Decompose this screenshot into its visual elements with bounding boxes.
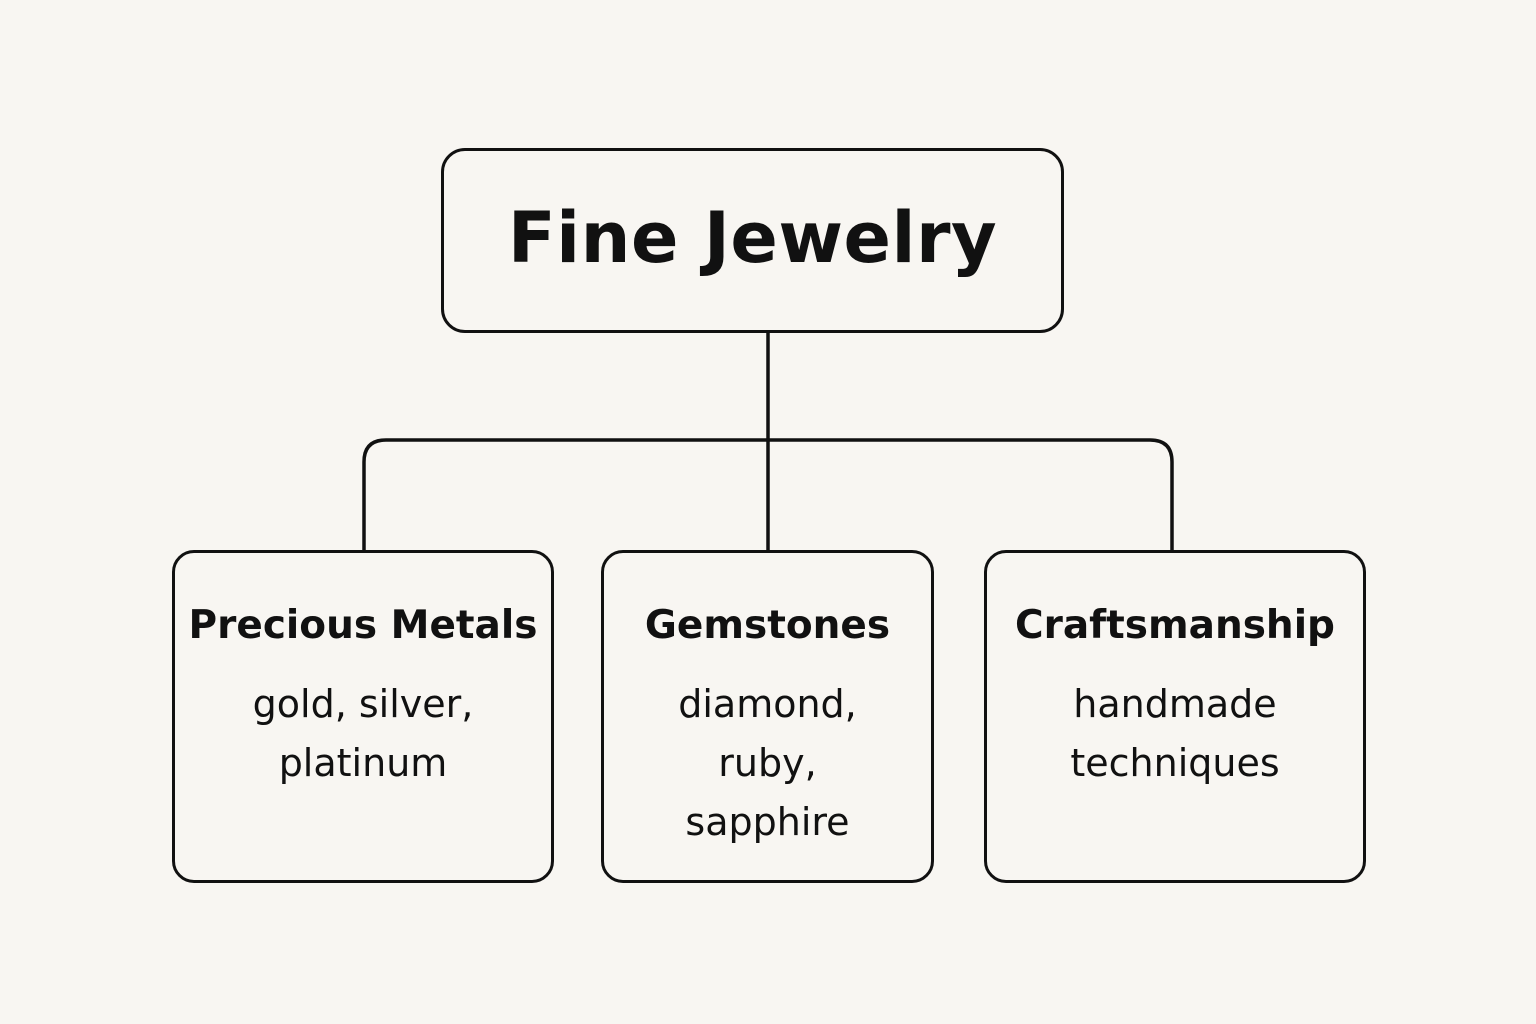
root-node-title: Fine Jewelry (507, 196, 998, 279)
node-description: diamond, ruby, sapphire (678, 682, 857, 844)
node-gemstones: Gemstones diamond, ruby, sapphire (601, 550, 934, 883)
node-precious-metals: Precious Metals gold, silver, platinum (172, 550, 554, 883)
node-title: Precious Metals (188, 603, 538, 648)
root-node-box: Fine Jewelry (441, 148, 1064, 333)
node-description: gold, silver, platinum (252, 682, 474, 785)
node-craftsmanship: Craftsmanship handmade techniques (984, 550, 1366, 883)
node-title: Gemstones (644, 603, 891, 648)
node-description: handmade techniques (1070, 682, 1280, 785)
node-title: Craftsmanship (1015, 603, 1335, 648)
